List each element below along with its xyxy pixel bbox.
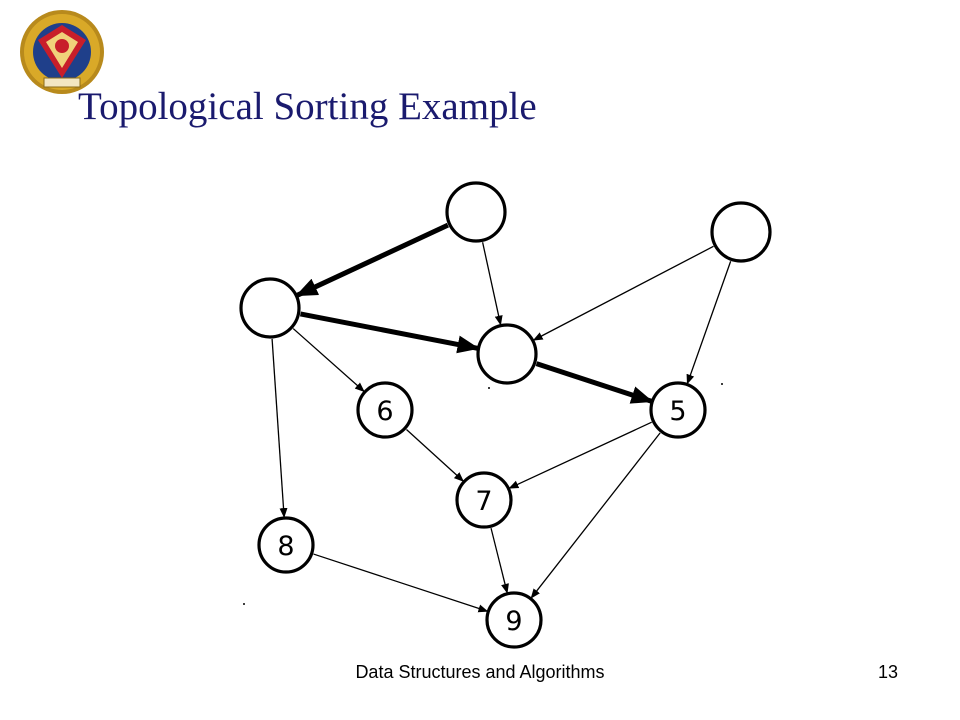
node-n9 bbox=[485, 591, 543, 649]
edge-left-to-n6 bbox=[292, 328, 365, 393]
node-label-n5: 5 bbox=[669, 396, 686, 427]
slide-title: Topological Sorting Example bbox=[78, 85, 537, 128]
node-n7 bbox=[455, 471, 513, 529]
node-label-n8: 8 bbox=[277, 531, 294, 562]
stray-dot bbox=[721, 383, 723, 385]
node-label-n9: 9 bbox=[505, 606, 522, 637]
stray-dot bbox=[488, 387, 490, 389]
page-number: 13 bbox=[877, 662, 898, 682]
edge-top-to-left bbox=[295, 222, 449, 298]
edge-n8-to-n9 bbox=[313, 553, 489, 613]
node-left bbox=[239, 277, 301, 339]
graph-nodes: 6 5 7 8 9 bbox=[239, 181, 772, 649]
node-n5 bbox=[649, 381, 707, 439]
edge-n5-to-n9 bbox=[530, 432, 661, 599]
node-topright bbox=[710, 201, 772, 263]
edge-n7-to-n9 bbox=[490, 527, 509, 594]
edge-left-to-n8 bbox=[271, 338, 288, 519]
node-label-n6: 6 bbox=[376, 396, 393, 427]
footer-course-name: Data Structures and Algorithms bbox=[355, 662, 605, 682]
node-mid bbox=[476, 323, 538, 385]
node-label-n7: 7 bbox=[475, 486, 492, 517]
edge-n5-to-n7 bbox=[508, 421, 652, 489]
node-top bbox=[445, 181, 507, 243]
graph-edges bbox=[271, 222, 732, 613]
institute-logo bbox=[20, 10, 104, 94]
edge-mid-to-n5 bbox=[535, 361, 654, 404]
edge-topright-to-mid bbox=[532, 245, 714, 341]
node-n6 bbox=[356, 381, 414, 439]
edge-topright-to-n5 bbox=[686, 261, 732, 385]
edge-top-to-mid bbox=[481, 242, 503, 326]
stray-dot bbox=[243, 603, 245, 605]
node-n8 bbox=[257, 516, 315, 574]
edge-n6-to-n7 bbox=[406, 429, 465, 482]
edge-left-to-mid bbox=[299, 311, 480, 354]
